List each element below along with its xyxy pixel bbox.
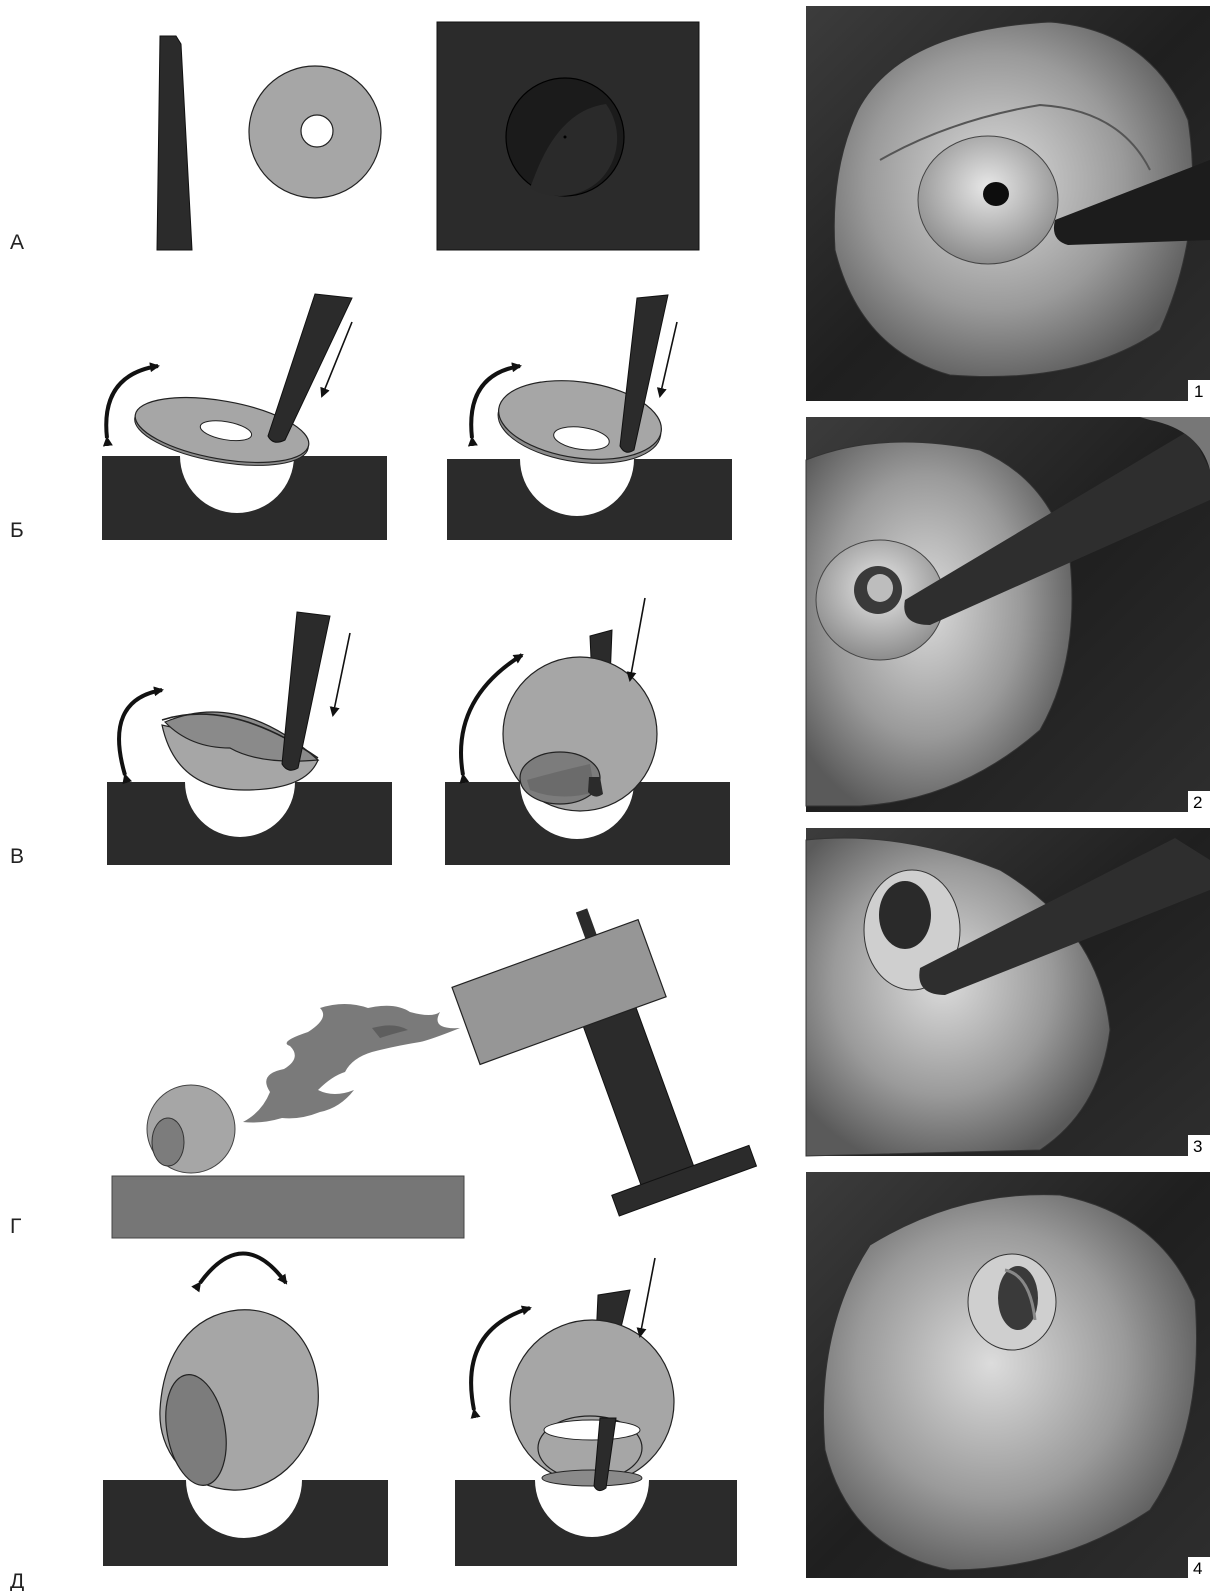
flame-icon [243,1004,460,1123]
row-label-v: В [10,845,24,868]
washer-disc [249,66,381,198]
force-arrow-icon [660,322,677,396]
row-v-panel-1 [107,612,392,865]
photo-1-number: 1 [1194,382,1203,401]
photo-2-number: 2 [1193,793,1202,812]
photo-3: 3 [806,828,1210,1156]
row-g-annealing [112,884,756,1243]
photo-4-number: 4 [1193,1559,1202,1578]
row-d-panel-1 [103,1254,388,1567]
punch-tool [282,612,330,770]
row-b-panel-1 [102,294,387,540]
sphere-shape [158,1310,319,1490]
heating-table [112,1176,464,1238]
rotate-arrow-icon [119,690,162,775]
punch-tool [157,36,192,250]
force-arrow-icon [630,598,645,680]
row-b-panel-2 [447,295,732,540]
punch-tool [268,294,352,442]
force-arrow-icon [640,1258,655,1336]
washer-hole [301,115,333,147]
row-d-panel-2 [455,1258,737,1566]
sphere-shape [510,1320,674,1486]
photo-1: 1 [806,6,1210,401]
row-a-tools [157,22,699,250]
photo-4: 4 [806,1172,1210,1578]
rotate-arrow-icon [200,1254,286,1284]
sphere-shape [503,657,657,811]
dapping-block [437,22,699,250]
photo-3-number: 3 [1193,1137,1202,1156]
row-label-g: Г [10,1215,21,1238]
sphere-opening [152,1118,184,1166]
torch [442,884,756,1243]
row-label-d: Д [10,1570,24,1591]
force-arrow-icon [333,633,350,715]
photo-2: 2 [806,417,1210,812]
washer-hole [983,182,1009,206]
sphere-shape [147,1085,235,1173]
row-label-a: А [10,231,24,254]
row-v-panel-2 [445,598,730,865]
row-label-b: Б [10,519,24,542]
